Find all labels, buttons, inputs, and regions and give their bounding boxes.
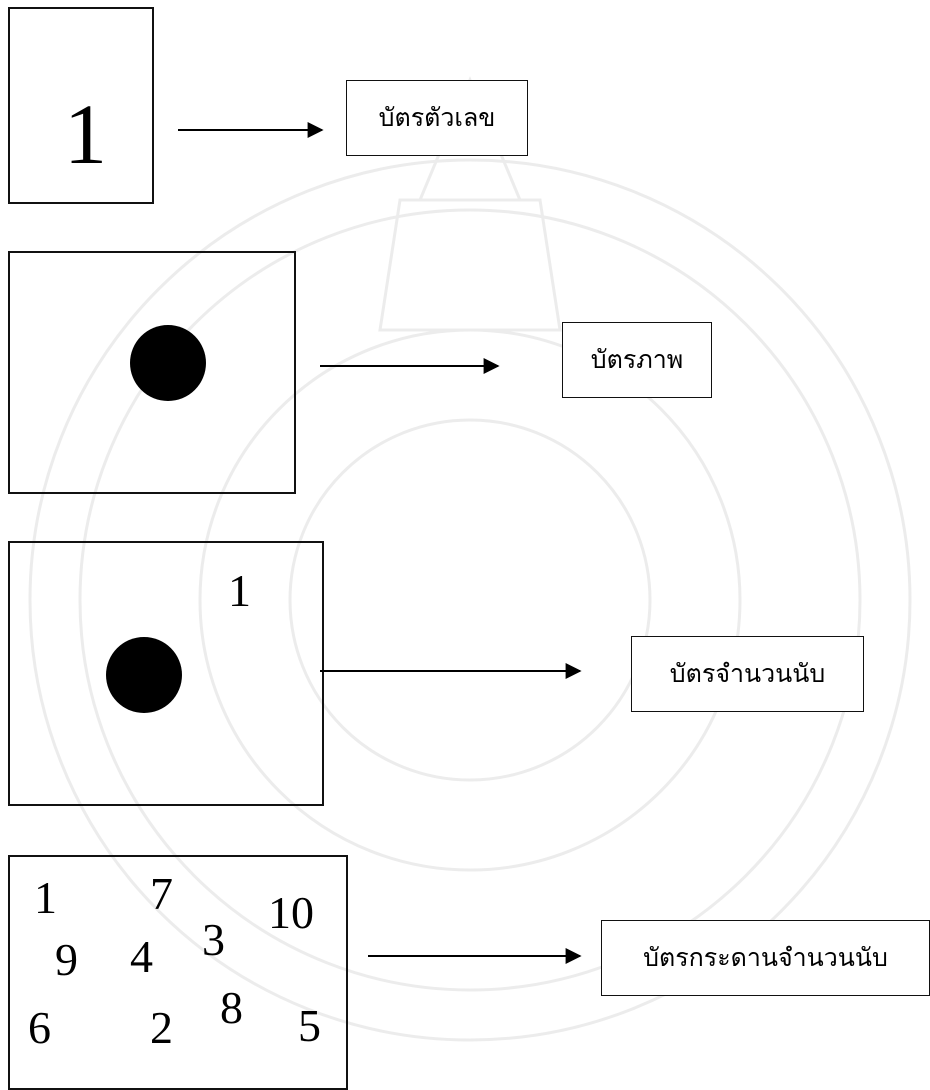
picture-card-label: บัตรภาพ [562, 322, 712, 398]
board-digit: 4 [130, 931, 153, 982]
picture-card-dot [130, 325, 206, 401]
counting-card-label: บัตรจำนวนนับ [631, 636, 864, 712]
board-digit: 7 [150, 868, 173, 919]
board-digit: 10 [268, 887, 314, 938]
board-digit: 2 [150, 1002, 173, 1053]
board-digit: 9 [55, 934, 78, 985]
number-card-label: บัตรตัวเลข [346, 80, 528, 156]
picture-card [8, 251, 296, 494]
board-digit: 5 [298, 1000, 321, 1051]
board-digit: 6 [28, 1002, 51, 1053]
board-card-label: บัตรกระดานจำนวนนับ [601, 920, 930, 996]
number-card: 1 [8, 7, 154, 204]
board-digit: 3 [202, 914, 225, 965]
number-card-digit: 1 [64, 86, 107, 182]
counting-card-digit: 1 [228, 565, 251, 616]
counting-card-dot [106, 637, 182, 713]
board-digit: 1 [34, 872, 57, 923]
board-card: 1 7 10 3 9 4 8 6 2 5 [8, 855, 348, 1090]
counting-card: 1 [8, 541, 324, 806]
board-digit: 8 [220, 982, 243, 1033]
